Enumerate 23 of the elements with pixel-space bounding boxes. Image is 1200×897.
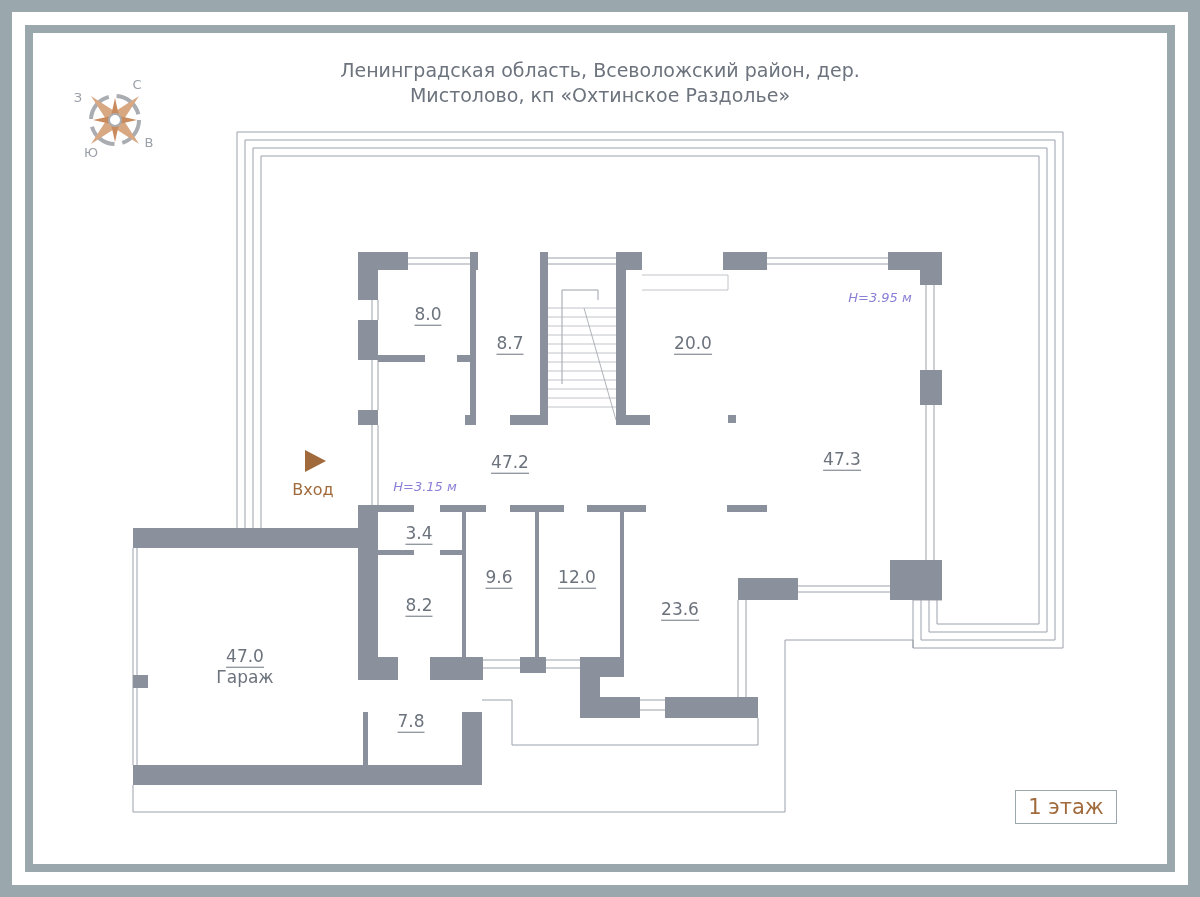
entrance-label: Вход [292, 480, 334, 500]
room-area: 47.2 [491, 452, 529, 474]
title: Ленинградская область, Всеволожский район, дер. Мистолово, кп «Охтинское Раздолье» [339, 58, 861, 108]
room-area: 7.8 [397, 711, 425, 733]
room-area: 12.0 [558, 567, 596, 589]
compass-letter: Ю [84, 145, 98, 161]
room-name: Гараж [216, 668, 274, 688]
compass-letter: В [144, 135, 154, 151]
room-area: 8.2 [405, 595, 433, 617]
room-area: 8.7 [496, 333, 524, 355]
room-area: 9.6 [485, 567, 513, 589]
room-area: 8.0 [414, 304, 442, 326]
floor-badge [1015, 790, 1117, 824]
compass-letter: С [132, 77, 142, 93]
room-area: 20.0 [674, 333, 712, 355]
floor-label: 1 этаж [1028, 795, 1104, 819]
compass-letter: З [73, 90, 83, 106]
room-area: 3.4 [405, 523, 433, 545]
ceiling-height: H=3.95 м [848, 290, 912, 306]
room-area: 47.0 [226, 646, 264, 668]
room-area: 23.6 [661, 599, 699, 621]
room-area: 47.3 [823, 449, 861, 471]
ceiling-height: H=3.15 м [393, 479, 457, 495]
